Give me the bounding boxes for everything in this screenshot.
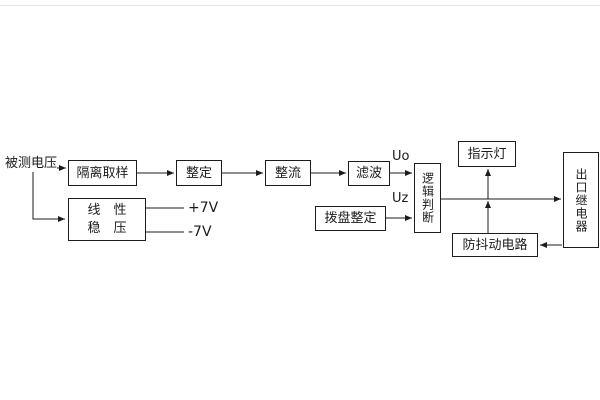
plus-7v-label: +7V — [188, 200, 219, 216]
dial-setting-box: 拨盘整定 — [315, 206, 386, 231]
linear-regulator-box: 线 性 稳 压 — [68, 198, 146, 241]
uz-signal-label: Uz — [392, 191, 409, 206]
setting-box: 整定 — [176, 160, 222, 186]
linear-regulator-line1: 线 性 — [87, 203, 127, 219]
isolation-sampling-box: 隔离取样 — [68, 160, 137, 186]
uo-signal-label: Uo — [392, 149, 410, 164]
source-voltage-label: 被测电压 — [5, 156, 58, 171]
indicator-lamp-box: 指示灯 — [458, 141, 516, 167]
output-relay-box: 出口继电器 — [563, 152, 599, 248]
anti-jitter-circuit-box: 防抖动电路 — [452, 233, 538, 257]
edge-source-to-regulator — [32, 172, 65, 222]
filter-box: 滤波 — [348, 161, 390, 186]
rectifier-box: 整流 — [265, 160, 311, 186]
logic-judgement-box: 逻辑判断 — [414, 163, 441, 233]
top-border-line — [0, 5, 600, 6]
linear-regulator-line2: 稳 压 — [87, 220, 127, 236]
minus-7v-label: -7V — [188, 224, 212, 240]
